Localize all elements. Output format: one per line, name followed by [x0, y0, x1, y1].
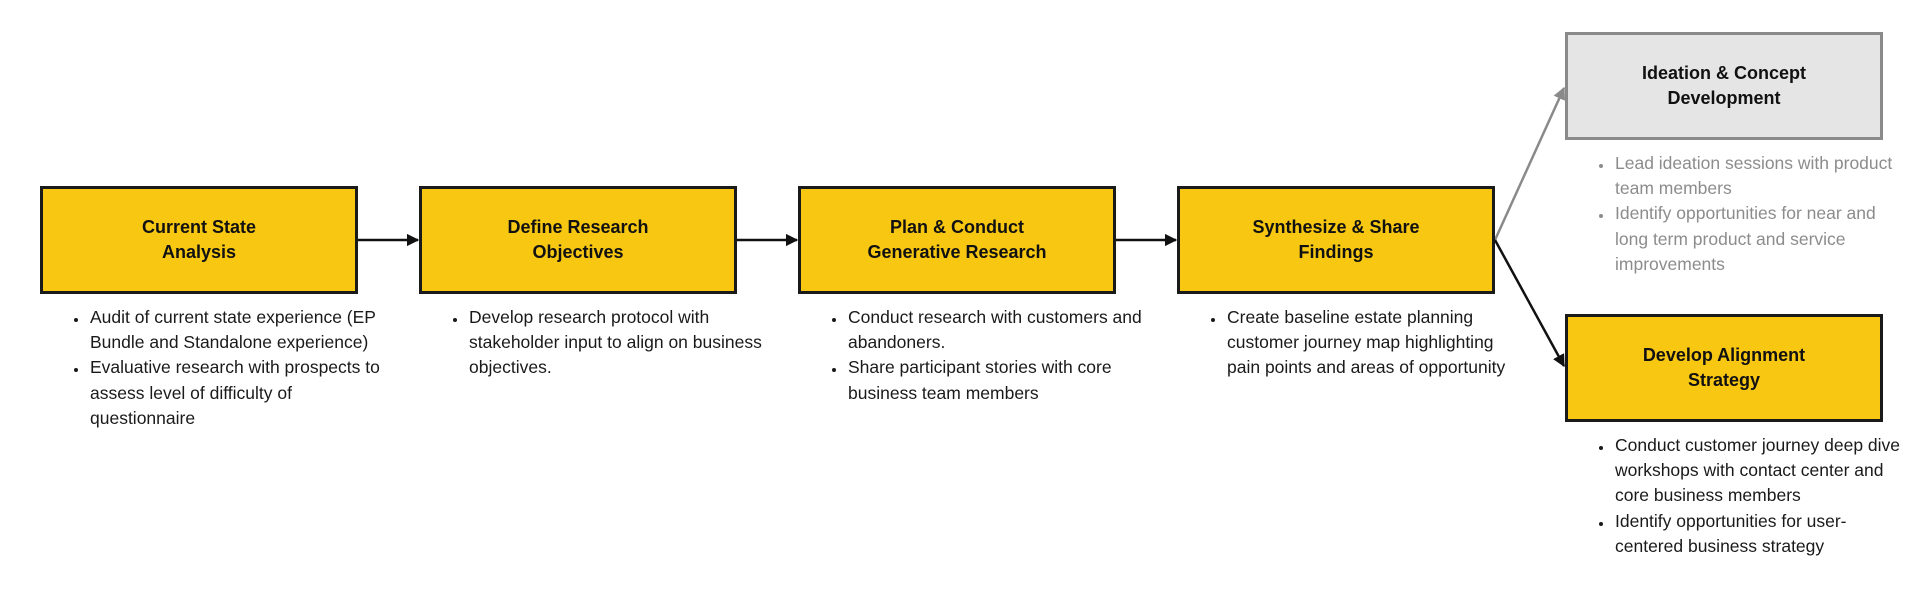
stage-title-line: Objectives — [532, 242, 624, 262]
bullet-item: Lead ideation sessions with product team… — [1613, 151, 1913, 201]
stage-bullets-synthesize-share-findings: Create baseline estate planning customer… — [1199, 305, 1525, 381]
bullet-item: Conduct research with customers and aban… — [846, 305, 1146, 355]
stage-title-line: Define Research — [507, 217, 649, 237]
bullet-item: Conduct customer journey deep dive works… — [1613, 433, 1913, 509]
arrow-synthesize-to-alignment — [1493, 239, 1566, 368]
stage-title-line: Current State — [141, 217, 257, 237]
stage-title: Define Research Objectives — [507, 215, 648, 265]
stage-box-develop-alignment-strategy: Develop Alignment Strategy — [1565, 314, 1883, 422]
stage-bullets-plan-conduct-generative-research: Conduct research with customers and aban… — [820, 305, 1146, 406]
stage-title: Plan & Conduct Generative Research — [867, 215, 1046, 265]
bullet-item: Audit of current state experience (EP Bu… — [88, 305, 388, 355]
stage-title-line: Analysis — [161, 242, 237, 262]
stage-box-current-state-analysis: Current State Analysis — [40, 186, 358, 294]
stage-title-line: Findings — [1298, 242, 1374, 262]
stage-title: Current State Analysis — [142, 215, 256, 265]
stage-title-line: Generative Research — [867, 242, 1047, 262]
stage-title-line: Ideation & Concept — [1641, 63, 1806, 83]
stage-title-line: Development — [1667, 88, 1781, 108]
bullet-item: Evaluative research with prospects to as… — [88, 355, 388, 431]
bullet-item: Identify opportunities for user-centered… — [1613, 509, 1913, 559]
stage-bullets-ideation-concept-development: Lead ideation sessions with product team… — [1587, 151, 1913, 277]
stage-title-line: Synthesize & Share — [1252, 217, 1420, 237]
stage-title-line: Plan & Conduct — [889, 217, 1024, 237]
stage-box-define-research-objectives: Define Research Objectives — [419, 186, 737, 294]
bullet-item: Develop research protocol with stakehold… — [467, 305, 767, 381]
stage-title-line: Develop Alignment — [1642, 345, 1806, 365]
stage-bullets-current-state-analysis: Audit of current state experience (EP Bu… — [62, 305, 388, 431]
stage-bullets-develop-alignment-strategy: Conduct customer journey deep dive works… — [1587, 433, 1913, 559]
stage-box-synthesize-share-findings: Synthesize & Share Findings — [1177, 186, 1495, 294]
stage-title: Ideation & Concept Development — [1642, 61, 1806, 111]
stage-title: Synthesize & Share Findings — [1252, 215, 1419, 265]
stage-bullets-define-research-objectives: Develop research protocol with stakehold… — [441, 305, 767, 381]
bullet-item: Share participant stories with core busi… — [846, 355, 1146, 405]
stage-title-line: Strategy — [1687, 370, 1760, 390]
stage-box-ideation-concept-development: Ideation & Concept Development — [1565, 32, 1883, 140]
bullet-item: Identify opportunities for near and long… — [1613, 201, 1913, 277]
stage-title: Develop Alignment Strategy — [1643, 343, 1805, 393]
arrow-synthesize-to-ideation — [1493, 86, 1566, 241]
bullet-item: Create baseline estate planning customer… — [1225, 305, 1525, 381]
stage-box-plan-conduct-generative-research: Plan & Conduct Generative Research — [798, 186, 1116, 294]
